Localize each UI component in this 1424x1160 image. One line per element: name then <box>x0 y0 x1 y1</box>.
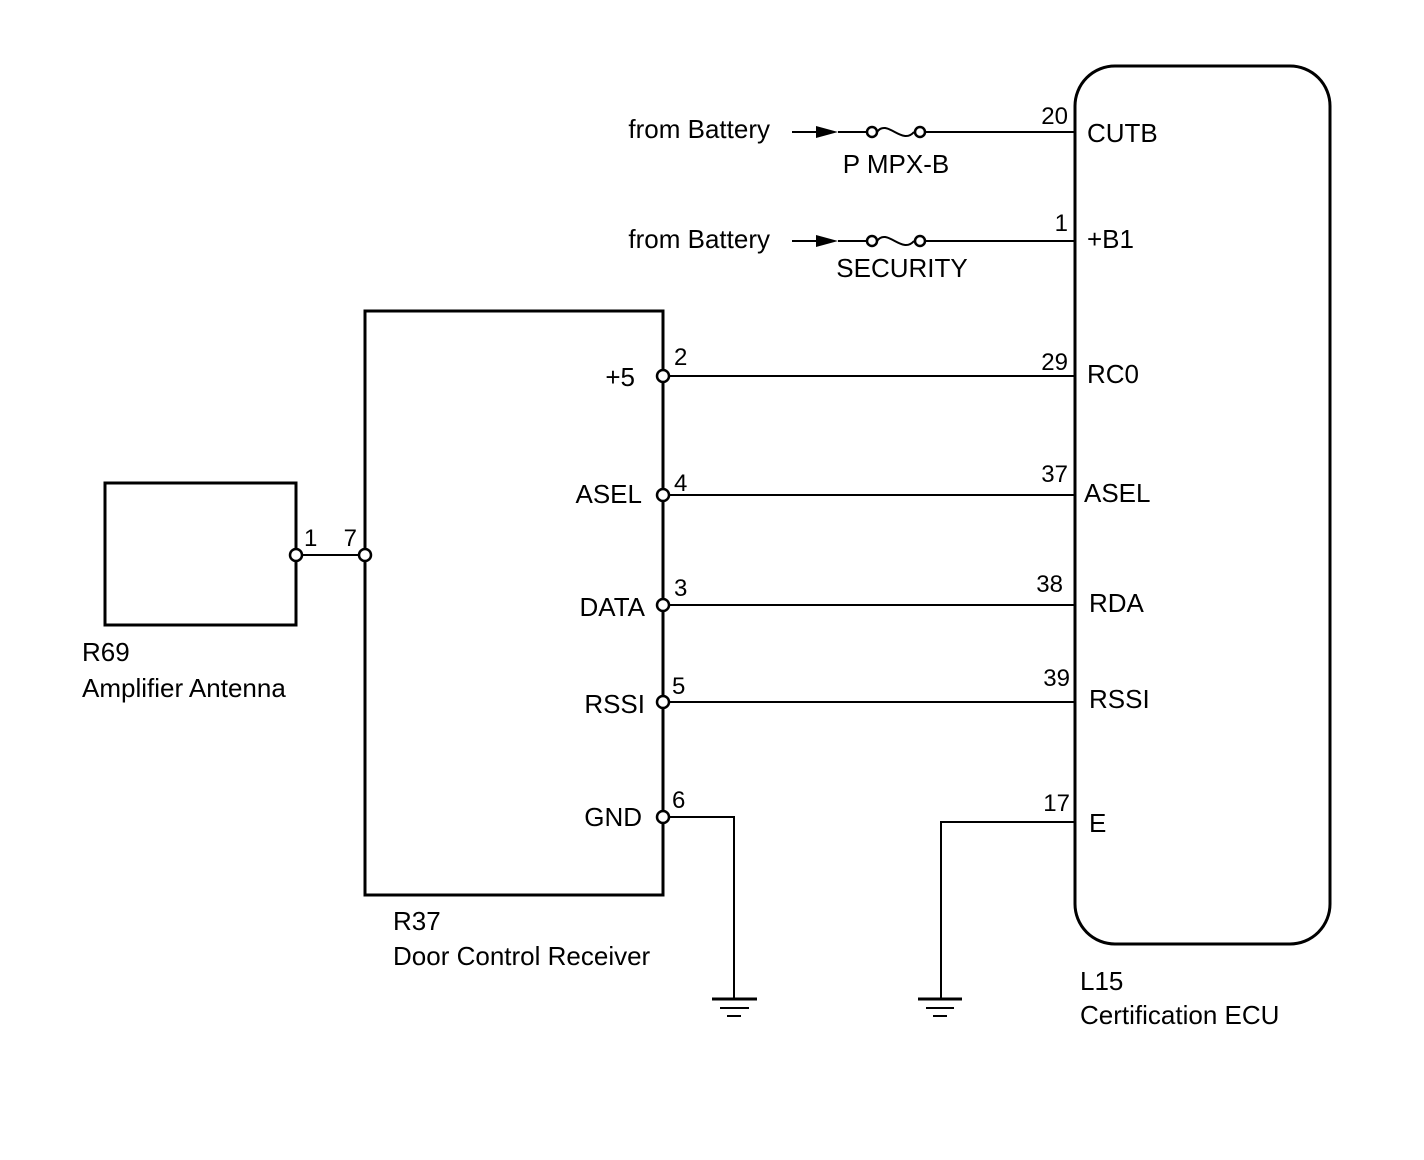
certification-ecu-box <box>1073 64 1332 946</box>
fuse1-terminal-left <box>865 125 879 139</box>
receiver-code: R37 <box>393 906 441 936</box>
receiver-pin-num-gnd: 6 <box>672 787 685 814</box>
fuse2-element-icon <box>876 235 915 247</box>
ecu-name: Certification ECU <box>1080 1000 1279 1030</box>
ecu-pin-name-e: E <box>1089 808 1106 838</box>
receiver-terminal-rssi <box>655 694 671 710</box>
ground-icon-ecu <box>918 997 962 1017</box>
fuse1-element-icon <box>876 126 915 138</box>
fuse2-label: SECURITY <box>836 253 967 283</box>
antenna-name: Amplifier Antenna <box>82 673 286 703</box>
receiver-name: Door Control Receiver <box>393 941 651 971</box>
battery-source-label-2: from Battery <box>628 224 770 254</box>
receiver-pin-num-data: 3 <box>674 575 687 602</box>
receiver-pin-name-data: DATA <box>580 592 646 622</box>
wire-receiver-gnd <box>668 816 735 999</box>
receiver-terminal-p5 <box>655 368 671 384</box>
ecu-pin-name-asel: ASEL <box>1084 478 1151 508</box>
ecu-pin-name-rc0: RC0 <box>1087 359 1139 389</box>
antenna-terminal <box>288 547 304 563</box>
ground-icon-receiver <box>712 997 757 1017</box>
ecu-pin-num-rssi: 39 <box>1043 665 1070 692</box>
fuse2-terminal-left <box>865 234 879 248</box>
antenna-code: R69 <box>82 637 130 667</box>
receiver-pin-name-rssi: RSSI <box>584 689 645 719</box>
receiver-pin-num-asel: 4 <box>674 470 687 497</box>
ecu-pin-num-b1: 1 <box>1055 210 1068 237</box>
fuse1-terminal-right <box>913 125 927 139</box>
receiver-pin-name-gnd: GND <box>584 802 642 832</box>
feed2-arrow-icon <box>816 235 838 247</box>
ecu-pin-name-rda: RDA <box>1089 588 1145 618</box>
ecu-pin-name-cutb: CUTB <box>1087 118 1158 148</box>
receiver-terminal-data <box>655 597 671 613</box>
ecu-pin-num-rda: 38 <box>1036 571 1063 598</box>
feed1-arrow-icon <box>816 126 838 138</box>
ecu-pin-num-asel: 37 <box>1041 461 1068 488</box>
fuse1-label: P MPX-B <box>843 149 949 179</box>
receiver-terminal-asel <box>655 487 671 503</box>
ecu-pin-num-cutb: 20 <box>1041 103 1068 130</box>
antenna-pin-num: 1 <box>304 525 317 552</box>
receiver-pin-name-asel: ASEL <box>576 479 643 509</box>
fuse2-terminal-right <box>913 234 927 248</box>
ecu-pin-name-rssi: RSSI <box>1089 684 1150 714</box>
receiver-pin-num-p5: 2 <box>674 344 687 371</box>
receiver-pin-name-p5: +5 <box>605 362 635 392</box>
receiver-pin-num-rssi: 5 <box>672 673 685 700</box>
receiver-pin-num-ant: 7 <box>344 525 357 552</box>
ecu-pin-num-e: 17 <box>1043 790 1070 817</box>
receiver-terminal-gnd <box>655 809 671 825</box>
receiver-terminal-ant <box>357 547 373 563</box>
ecu-pin-num-rc0: 29 <box>1041 349 1068 376</box>
wire-ecu-e <box>940 821 1075 999</box>
ecu-code: L15 <box>1080 966 1123 996</box>
ecu-pin-name-b1: +B1 <box>1087 224 1134 254</box>
battery-source-label-1: from Battery <box>628 114 770 144</box>
amplifier-antenna-box <box>103 481 298 627</box>
